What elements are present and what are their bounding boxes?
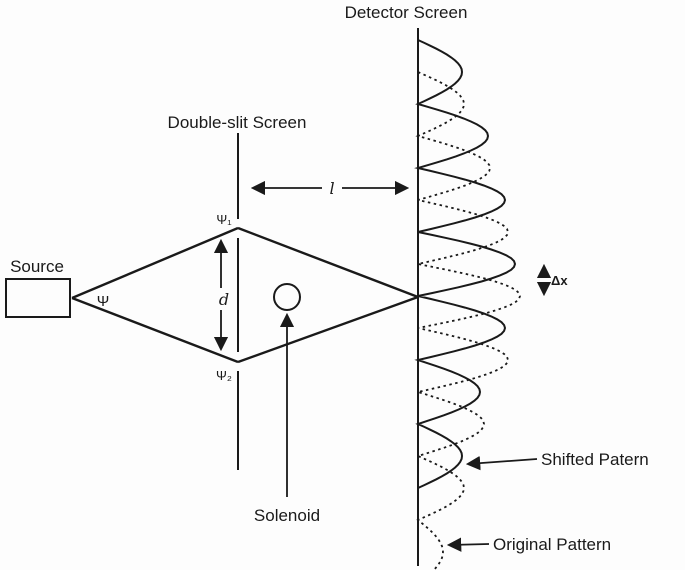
original-pattern-arrow: [446, 537, 490, 552]
psi2-label: Ψ₂: [216, 368, 232, 383]
double-slit-screen-label: Double-slit Screen: [168, 113, 307, 132]
source-label: Source: [10, 257, 64, 276]
beam-lower-right: [237, 295, 419, 364]
beam-upper-left: [71, 226, 239, 300]
shifted-pattern-label: Shifted Patern: [541, 450, 649, 469]
screen-distance-label: l: [329, 179, 334, 198]
solenoid-circle: [273, 283, 301, 311]
beam-upper-right: [237, 226, 419, 299]
slit-separation-label: d: [219, 290, 229, 309]
detector-screen-label: Detector Screen: [345, 3, 468, 22]
shifted-pattern-arrow: [465, 455, 538, 471]
psi1-label: Ψ₁: [216, 212, 232, 227]
beam-lower-left: [71, 296, 239, 364]
solenoid-label: Solenoid: [254, 506, 320, 525]
original-pattern-curve: [414, 71, 521, 570]
source-box: [5, 278, 71, 318]
original-pattern-label: Original Pattern: [493, 535, 611, 554]
shifted-pattern-curve: [414, 39, 517, 489]
fringe-shift-label: Δx: [551, 273, 568, 288]
psi-label: Ψ: [97, 293, 110, 310]
